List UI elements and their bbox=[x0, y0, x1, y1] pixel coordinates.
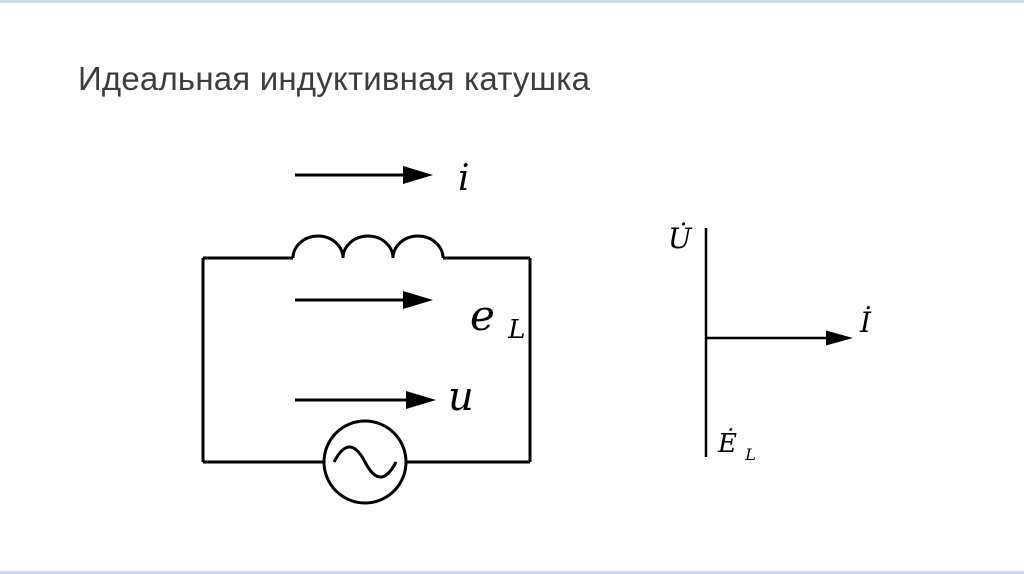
phasor-current-arrowhead-icon bbox=[826, 330, 853, 346]
phasor-diagram: U̇ İ Ė L bbox=[668, 222, 872, 464]
circuit-voltage-label: u bbox=[448, 374, 474, 420]
inductor-coil-icon bbox=[291, 234, 445, 259]
phasor-voltage-label: U̇ bbox=[668, 222, 693, 255]
circuit-voltage-label-text: u bbox=[448, 374, 474, 420]
circuit-loop bbox=[201, 234, 532, 505]
circuit-current-label: i bbox=[458, 158, 470, 199]
slide-top-border bbox=[0, 0, 1024, 3]
circuit-emf-label-sub: L bbox=[507, 315, 525, 345]
voltage-arrowhead-icon bbox=[406, 391, 436, 409]
emf-arrow bbox=[295, 291, 433, 309]
phasor-emf-label-sub: L bbox=[744, 445, 756, 464]
current-arrowhead-icon bbox=[403, 166, 433, 184]
sine-wave-icon bbox=[332, 445, 398, 479]
ac-source-icon bbox=[322, 419, 408, 505]
phasor-emf-label: Ė L bbox=[717, 428, 756, 464]
circuit-emf-label-main: e bbox=[470, 291, 495, 340]
phasor-emf-label-main: Ė bbox=[717, 428, 737, 459]
slide-title: Идеальная индуктивная катушка bbox=[78, 60, 591, 97]
circuit-emf-label: e L bbox=[470, 291, 525, 345]
phasor-current-arrow bbox=[706, 330, 853, 346]
emf-arrowhead-icon bbox=[403, 291, 433, 309]
phasor-current-label-text: İ bbox=[859, 306, 872, 339]
phasor-current-label: İ bbox=[859, 306, 872, 339]
current-arrow bbox=[295, 166, 433, 184]
voltage-arrow bbox=[295, 391, 436, 409]
slide-bottom-border bbox=[0, 571, 1024, 574]
circuit-current-label-text: i bbox=[458, 158, 470, 199]
circuit-diagram: i bbox=[201, 158, 532, 505]
phasor-voltage-label-text: U̇ bbox=[668, 222, 693, 255]
